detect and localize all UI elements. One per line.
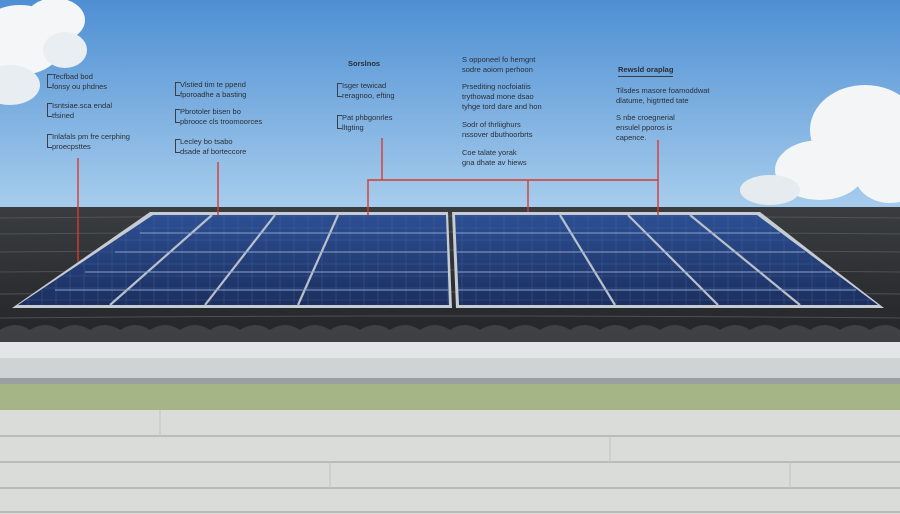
trim-band: [0, 384, 900, 410]
annotation-line: tyhge tord dare and hon: [462, 102, 542, 111]
solar-panel-left: [12, 212, 452, 308]
annotation: Inlafals pm fre cerphing proecpsttes: [47, 132, 130, 152]
gutter: [0, 342, 900, 358]
annotation-line: sodre aoiom perhoon: [462, 65, 533, 74]
annotation: Pat phbgonrles lltgting: [336, 113, 393, 133]
annotation: Tilsdes masore foamoddwat dlatume, higtr…: [616, 86, 710, 106]
cloud-left: [0, 0, 87, 105]
annotation: Coe talate yorak gna dhate av hiews: [462, 148, 527, 168]
annotation-line: fporoadhe a basting: [180, 90, 247, 99]
annotation-line: Vlstied tim te ppend: [180, 80, 246, 89]
annotation-line: Pat phbgonrles: [342, 113, 393, 122]
annotation-line: dlatume, higtrtted tate: [616, 96, 689, 105]
annotation-line: Coe talate yorak: [462, 148, 517, 157]
annotation-line: lltgting: [342, 123, 364, 132]
annotation-line: Rewsld oraplag: [618, 65, 674, 74]
annotation: S opponeel fo hemgnt sodre aoiom perhoon: [462, 55, 535, 75]
annotation: Pbrotoler bisen bo pbrooce cls troomoorc…: [174, 107, 263, 127]
annotation-line: S opponeel fo hemgnt: [462, 55, 536, 64]
annotation-line: trythowad mone dsao: [462, 92, 534, 101]
annotation-line: Isger tewicad: [342, 81, 387, 90]
annotation: Prsediting nocfoiatiis trythowad mone ds…: [462, 82, 542, 112]
annotation-line: Sorslnos: [348, 59, 381, 68]
annotation-line: Tecfbad bod: [52, 72, 93, 81]
annotation-line: Isntsiae.sca endal: [52, 101, 113, 110]
solar-panel-right: [452, 212, 884, 308]
annotation-line: Pbrotoler bisen bo: [180, 107, 241, 116]
annotation: Sodr of thrliighurs nssover dbuthoorbrts: [462, 120, 532, 140]
annotation-line: Sodr of thrliighurs: [462, 120, 521, 129]
annotation-line: Prsediting nocfoiatiis: [462, 82, 531, 91]
annotation-line: gna dhate av hiews: [462, 158, 527, 167]
annotation-line: fonsy ou phdnes: [52, 82, 108, 91]
annotation-line: S nbe croegnerial: [616, 113, 675, 122]
annotation-heading: Rewsld oraplag: [618, 65, 674, 77]
annotation-line: reragnoo, efting: [342, 91, 395, 100]
annotation: Vlstied tim te ppend fporoadhe a basting: [174, 80, 247, 100]
annotation-line: capence.: [616, 133, 647, 142]
annotation-line: proecpsttes: [52, 142, 91, 151]
annotation-line: Inlafals pm fre cerphing: [52, 132, 130, 141]
annotation: S nbe croegnerial ensulel pporos is cape…: [616, 113, 675, 143]
annotation-line: tfsined: [52, 111, 75, 120]
annotation: Isger tewicad reragnoo, efting: [337, 81, 395, 101]
cloud-right: [740, 85, 900, 205]
leader-lines: [77, 138, 659, 262]
annotation: Tecfbad bod fonsy ou phdnes: [46, 72, 108, 92]
annotation: Isntsiae.sca endal tfsined: [46, 101, 113, 121]
annotation-line: nssover dbuthoorbrts: [462, 130, 533, 139]
annotation-line: dsade af borteccore: [180, 147, 247, 156]
roof-tile-bumps: [0, 325, 900, 342]
annotation-line: pbrooce cls troomoorces: [180, 117, 263, 126]
annotation-heading: Sorslnos: [348, 59, 380, 69]
annotation: Lecley bo tsabo dsade af borteccore: [174, 137, 247, 157]
annotation-line: Lecley bo tsabo: [180, 137, 233, 146]
annotation-line: Tilsdes masore foamoddwat: [616, 86, 710, 95]
annotation-line: ensulel pporos is: [616, 123, 673, 132]
